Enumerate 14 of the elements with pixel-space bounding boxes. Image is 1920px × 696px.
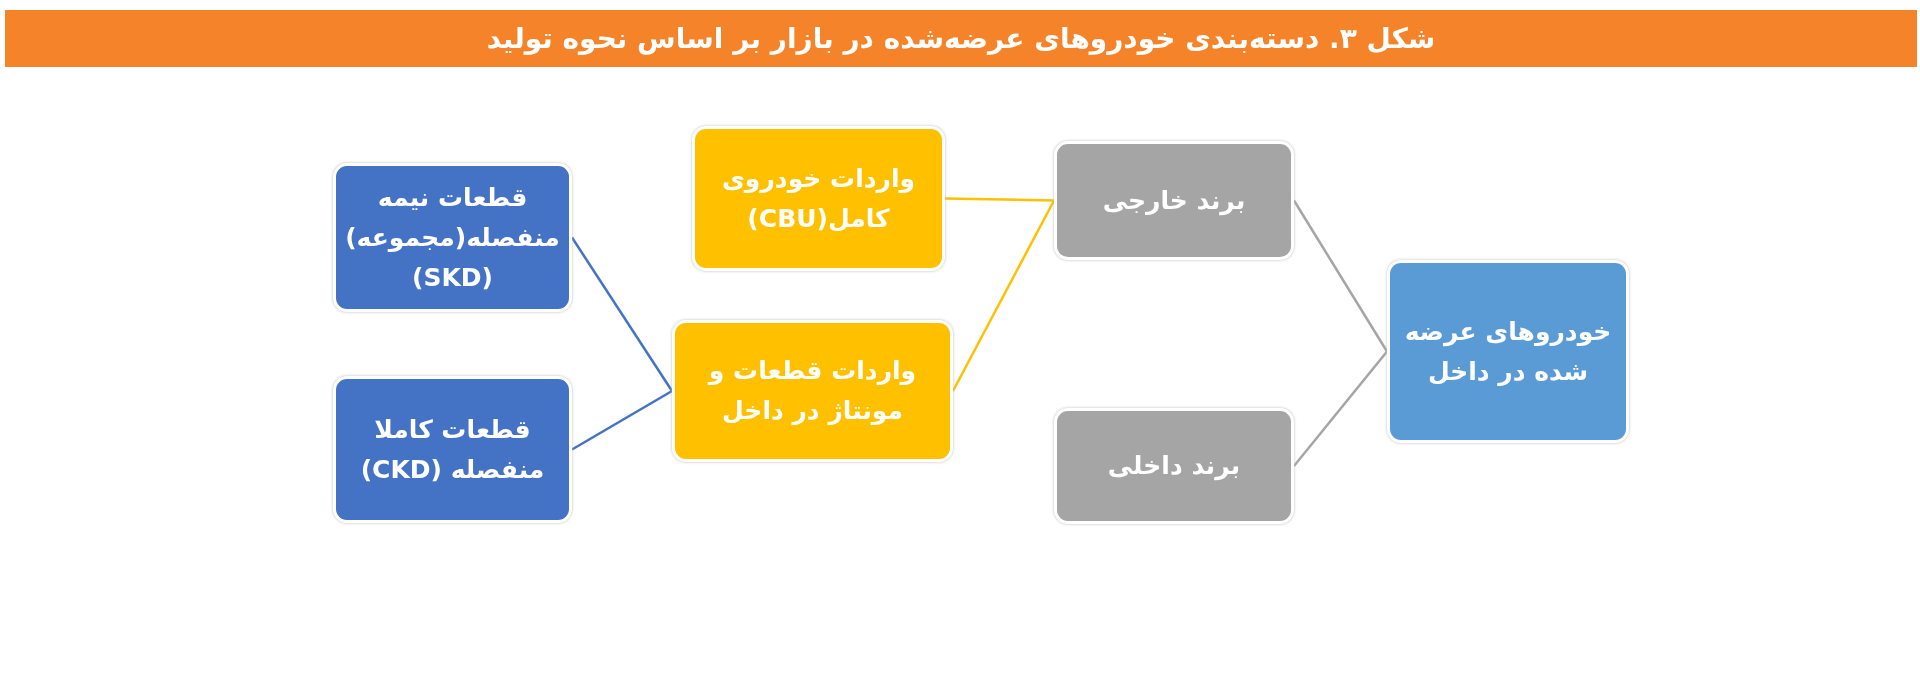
connector-line [1292,199,1389,353]
category-box: خودروهای عرضه شده در داخل [1387,260,1629,443]
category-box: واردات قطعات و مونتاژ در داخل [672,320,953,462]
connector-line [1293,350,1388,467]
category-box: قطعات کاملا منفصله (CKD) [333,376,572,523]
connector-line [951,199,1056,392]
category-box: واردات خودروی کامل(CBU) [692,126,945,271]
connector-line [571,389,673,451]
category-box: برند داخلی [1054,408,1294,524]
category-box: قطعات نیمه منفصله(مجموعه) (SKD) [333,163,572,312]
category-box: برند خارجی [1054,141,1294,260]
connector-line [570,236,674,392]
title-banner: شکل ۳. دسته‌بندی خودروهای عرضه‌شده در بازار بر اساس نحوه تولید [5,10,1917,67]
connector-line [944,197,1055,202]
